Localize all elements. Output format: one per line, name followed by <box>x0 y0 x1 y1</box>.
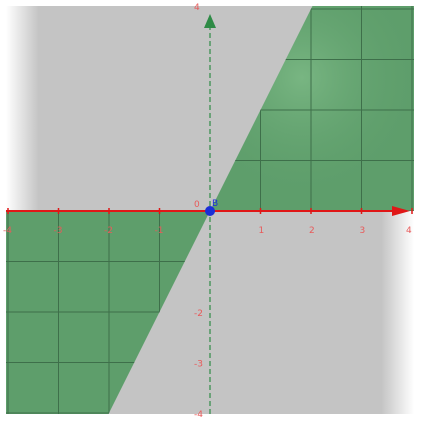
point-b-marker[interactable] <box>205 206 215 216</box>
shaded-region-bottom-left <box>6 211 210 414</box>
point-b-label: B <box>212 199 218 209</box>
x-axis-tick-label: -3 <box>54 226 63 236</box>
y-axis-arrow-icon <box>204 14 216 28</box>
x-axis-tick-labels: -4 -3 -2 -1 1 2 3 4 <box>3 226 412 236</box>
x-axis-tick-label: -1 <box>155 226 164 236</box>
y-axis-tick-label: -3 <box>194 360 203 370</box>
x-axis-tick-label: 2 <box>309 226 315 236</box>
x-axis-tick-label: 4 <box>406 226 412 236</box>
x-axis-arrow-icon <box>392 206 410 216</box>
y-axis-tick-label: -2 <box>194 309 203 319</box>
x-axis-tick-label: -2 <box>104 226 113 236</box>
x-axis-tick-label: 1 <box>259 226 265 236</box>
shaded-region-top-right <box>210 6 414 211</box>
x-axis-ticks <box>7 208 413 214</box>
y-axis-tick-labels: 4 -2 -3 -4 <box>194 3 203 420</box>
origin-label: 0 <box>194 200 200 210</box>
x-axis-tick-label: 3 <box>360 226 366 236</box>
x-axis-tick-label: -4 <box>3 226 12 236</box>
y-axis-tick-label: -4 <box>194 410 203 420</box>
y-axis-tick-label: 4 <box>194 3 200 13</box>
point-b[interactable]: B <box>205 199 218 216</box>
